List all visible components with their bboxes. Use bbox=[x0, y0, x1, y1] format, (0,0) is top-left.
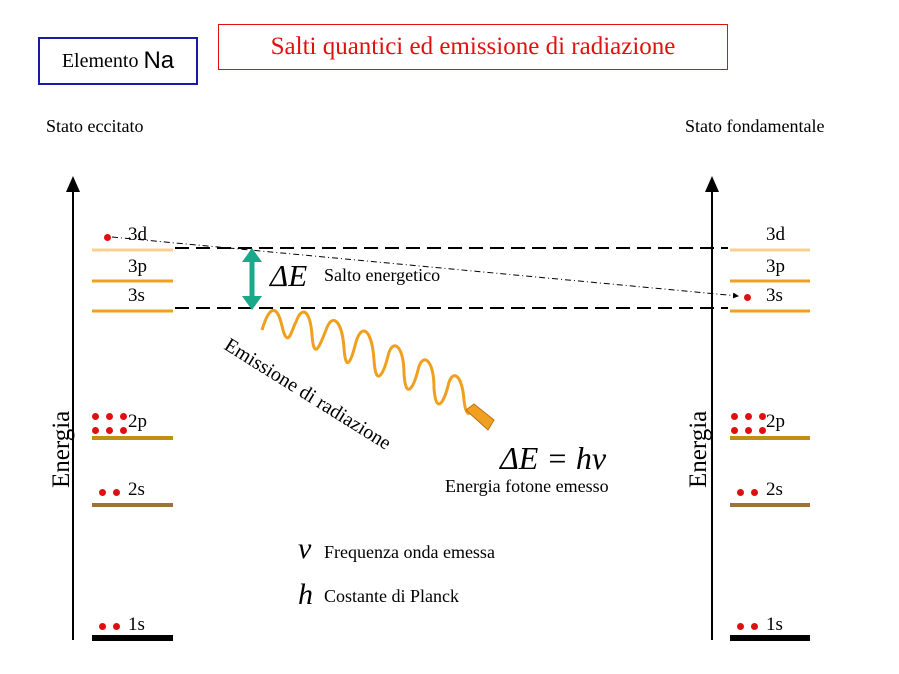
electron-dot bbox=[758, 426, 766, 434]
electron-dot bbox=[750, 622, 758, 630]
right-label-2p: 2p bbox=[766, 411, 785, 432]
left-label-3s: 3s bbox=[128, 285, 145, 306]
electron-dot bbox=[743, 293, 751, 301]
delta-e-arrow-head-up bbox=[242, 248, 262, 262]
left-label-3p: 3p bbox=[128, 256, 147, 277]
electron-dot bbox=[103, 233, 111, 241]
right-label-3d: 3d bbox=[766, 224, 785, 245]
electron-dot bbox=[112, 488, 120, 496]
electron-dot bbox=[112, 622, 120, 630]
element-prefix: Elemento bbox=[61, 49, 139, 72]
electron-dot bbox=[744, 426, 752, 434]
left-label-3d: 3d bbox=[128, 224, 147, 245]
legend-h-symbol: h bbox=[298, 578, 313, 611]
salto-energetico-label: Salto energetico bbox=[324, 265, 441, 285]
left-axis-arrowhead bbox=[66, 176, 80, 192]
electron-dot bbox=[105, 426, 113, 434]
electron-dot bbox=[119, 426, 127, 434]
electron-dot bbox=[750, 488, 758, 496]
left-label-2p: 2p bbox=[128, 411, 147, 432]
electron-dot bbox=[91, 412, 99, 420]
right-label-3s: 3s bbox=[766, 285, 783, 306]
right-label-3p: 3p bbox=[766, 256, 785, 277]
ground-state-header: Stato fondamentale bbox=[685, 116, 825, 136]
element-box: Elemento Na bbox=[38, 37, 198, 85]
electron-dot bbox=[91, 426, 99, 434]
electron-dot bbox=[98, 488, 106, 496]
electron-dot bbox=[98, 622, 106, 630]
page-title: Salti quantici ed emissione di radiazion… bbox=[270, 33, 676, 60]
right-label-1s: 1s bbox=[766, 614, 783, 635]
electron-dot bbox=[736, 622, 744, 630]
right-axis-arrowhead bbox=[705, 176, 719, 192]
transition-arrow bbox=[111, 236, 739, 299]
right-label-2s: 2s bbox=[766, 479, 783, 500]
electron-dot bbox=[744, 412, 752, 420]
electron-dot bbox=[730, 412, 738, 420]
delta-e-arrow-head-down bbox=[242, 296, 262, 310]
left-label-2s: 2s bbox=[128, 479, 145, 500]
left-label-1s: 1s bbox=[128, 614, 145, 635]
electron-dot bbox=[736, 488, 744, 496]
electron-dot bbox=[758, 412, 766, 420]
element-symbol: Na bbox=[143, 47, 175, 74]
photon-wave bbox=[260, 309, 474, 415]
delta-e-symbol: ΔE bbox=[270, 258, 308, 293]
photon-arrowhead bbox=[465, 403, 495, 431]
formula: ΔE = hν bbox=[500, 440, 607, 476]
electron-dot bbox=[105, 412, 113, 420]
electron-dot bbox=[730, 426, 738, 434]
excited-state-header: Stato eccitato bbox=[46, 116, 144, 136]
legend-nu-symbol: ν bbox=[298, 532, 312, 565]
legend-h-text: Costante di Planck bbox=[324, 586, 459, 606]
formula-caption: Energia fotone emesso bbox=[445, 476, 609, 496]
electron-dot bbox=[119, 412, 127, 420]
title-box: Salti quantici ed emissione di radiazion… bbox=[218, 24, 728, 70]
legend-nu-text: Frequenza onda emessa bbox=[324, 542, 495, 562]
